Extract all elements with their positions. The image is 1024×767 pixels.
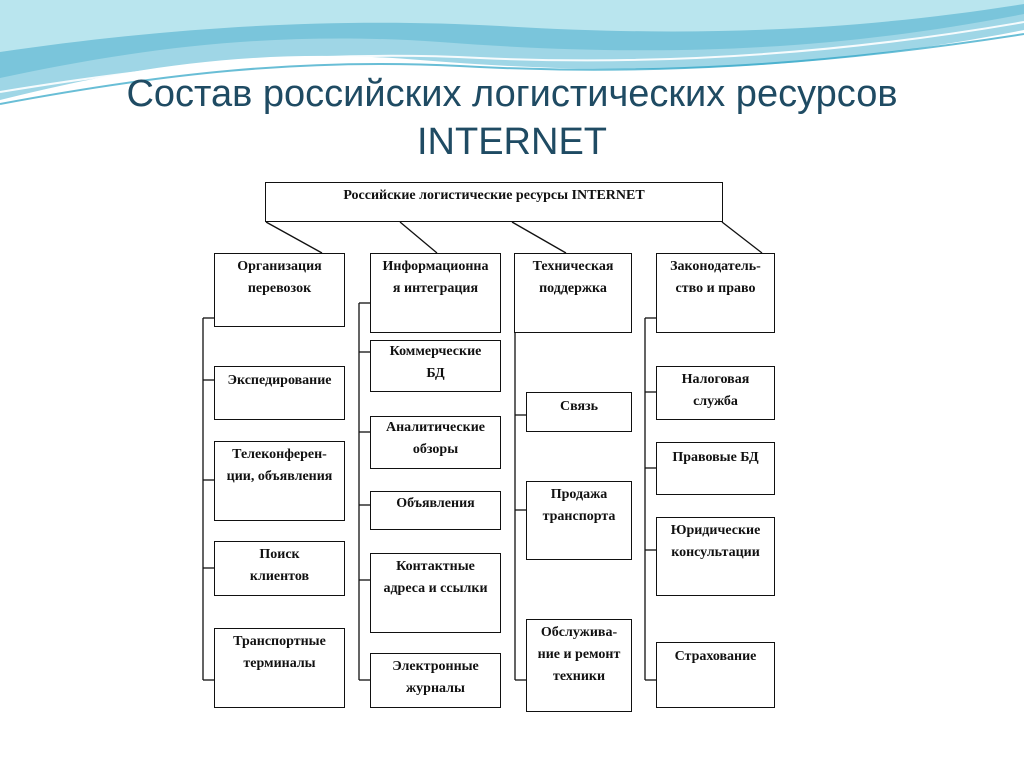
item-node: Экспедирование <box>214 366 345 420</box>
category-label: я интеграция <box>392 281 479 296</box>
category-label: Организация <box>237 259 322 274</box>
item-label: терминалы <box>243 656 316 671</box>
item-label: Телеконферен- <box>232 447 327 462</box>
item-label: Налоговая <box>681 372 750 387</box>
root-node-label: Российские логистические ресурсы INTERNE… <box>343 188 645 203</box>
item-label: Экспедирование <box>227 373 332 388</box>
slide-title-line-1: Состав российских логистических ресурсов <box>126 73 898 115</box>
item-label: ние и ремонт <box>537 647 621 662</box>
item-label: Правовые БД <box>672 450 759 465</box>
item-label: Коммерческие <box>389 344 482 359</box>
category-node-technical: Техническая поддержка <box>514 253 632 333</box>
item-node: Страхование <box>656 642 775 708</box>
item-node: Телеконферен- ции, объявления <box>214 441 345 521</box>
slide-title-line-2: INTERNET <box>417 121 607 163</box>
header-wave-decoration <box>0 0 1024 105</box>
item-label: Аналитические <box>385 420 485 435</box>
item-label: Продажа <box>550 487 608 502</box>
item-node: Электронные журналы <box>370 653 501 708</box>
category-label: ство и право <box>675 281 756 296</box>
item-node: Поиск клиентов <box>214 541 345 596</box>
root-node: Российские логистические ресурсы INTERNE… <box>265 182 723 222</box>
item-label: Объявления <box>396 496 475 511</box>
item-label: адреса и ссылки <box>383 581 488 596</box>
item-label: Связь <box>559 399 599 414</box>
item-node: Коммерческие БД <box>370 340 501 392</box>
category-label: Информационна <box>382 259 489 274</box>
item-node: Обслужива- ние и ремонт техники <box>526 619 632 712</box>
item-label: техники <box>552 669 606 684</box>
category-node-law: Законодатель- ство и право <box>656 253 775 333</box>
item-label: Транспортные <box>233 634 326 649</box>
item-label: Обслужива- <box>540 625 618 640</box>
category-label: перевозок <box>247 281 312 296</box>
item-node: Объявления <box>370 491 501 530</box>
item-label: ции, объявления <box>226 469 333 484</box>
item-label: служба <box>693 394 738 409</box>
item-label: транспорта <box>542 509 616 524</box>
item-label: консультации <box>671 545 760 560</box>
item-label: журналы <box>406 681 465 696</box>
item-label: обзоры <box>412 442 459 457</box>
item-label: БД <box>426 366 445 381</box>
category-node-transport: Организация перевозок <box>214 253 345 327</box>
item-node: Правовые БД <box>656 442 775 495</box>
item-node: Налоговая служба <box>656 366 775 420</box>
item-node: Контактные адреса и ссылки <box>370 553 501 633</box>
category-label: Техническая <box>532 259 614 274</box>
item-label: Электронные <box>392 659 479 674</box>
item-label: Поиск <box>259 547 300 562</box>
slide-title: Состав российских логистических ресурсов… <box>0 70 1024 166</box>
category-node-information: Информационна я интеграция <box>370 253 501 333</box>
item-label: клиентов <box>249 569 310 584</box>
item-node: Юридические консультации <box>656 517 775 596</box>
item-label: Контактные <box>396 559 475 574</box>
category-label: поддержка <box>539 281 607 296</box>
item-node: Связь <box>526 392 632 432</box>
item-label: Страхование <box>674 649 757 664</box>
item-node: Продажа транспорта <box>526 481 632 560</box>
item-node: Аналитические обзоры <box>370 416 501 469</box>
item-label: Юридические <box>670 523 761 538</box>
item-node: Транспортные терминалы <box>214 628 345 708</box>
category-label: Законодатель- <box>670 259 761 274</box>
